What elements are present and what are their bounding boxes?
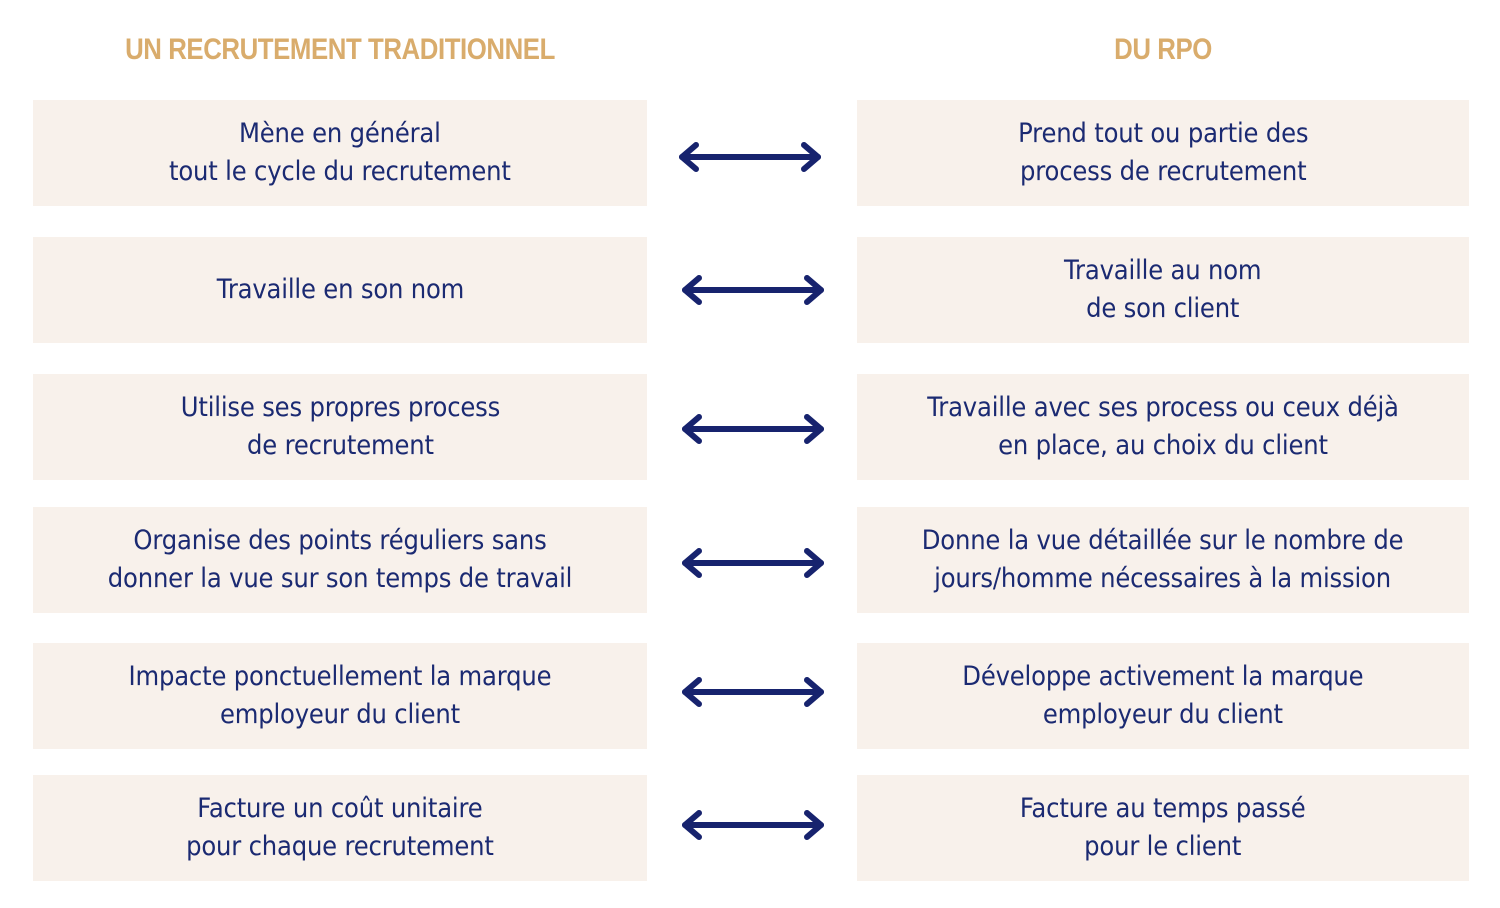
comparison-row: Facture un coût unitaire pour chaque rec… — [0, 775, 1500, 881]
rpo-text: Développe activement la marque employeur… — [962, 661, 1364, 730]
traditional-text: Impacte ponctuellement la marque employe… — [128, 661, 552, 730]
rpo-box: Travaille au nom de son client — [857, 237, 1469, 343]
double-arrow-icon — [679, 805, 829, 845]
rpo-box: Facture au temps passé pour le client — [857, 775, 1469, 881]
traditional-box: Organise des points réguliers sans donne… — [33, 507, 647, 613]
double-arrow-icon — [676, 137, 826, 177]
traditional-text: Travaille en son nom — [216, 274, 464, 305]
comparison-row: Organise des points réguliers sans donne… — [0, 507, 1500, 613]
traditional-text: Organise des points réguliers sans donne… — [107, 525, 573, 594]
traditional-box: Impacte ponctuellement la marque employe… — [33, 643, 647, 749]
header-traditional-recruitment: UN RECRUTEMENT TRADITIONNEL — [125, 33, 555, 66]
rpo-text: Facture au temps passé pour le client — [1020, 793, 1306, 862]
rpo-text: Travaille au nom de son client — [1064, 255, 1262, 324]
double-arrow-icon — [679, 270, 829, 310]
comparison-row: Impacte ponctuellement la marque employe… — [0, 643, 1500, 749]
traditional-text: Facture un coût unitaire pour chaque rec… — [186, 793, 494, 862]
traditional-box: Facture un coût unitaire pour chaque rec… — [33, 775, 647, 881]
comparison-row: Travaille en son nom Travaille au nom de… — [0, 237, 1500, 343]
traditional-box: Utilise ses propres process de recruteme… — [33, 374, 647, 480]
double-arrow-icon — [679, 409, 829, 449]
rpo-text: Donne la vue détaillée sur le nombre de … — [922, 525, 1404, 594]
rpo-box: Développe activement la marque employeur… — [857, 643, 1469, 749]
traditional-box: Travaille en son nom — [33, 237, 647, 343]
double-arrow-icon — [679, 543, 829, 583]
rpo-box: Donne la vue détaillée sur le nombre de … — [857, 507, 1469, 613]
rpo-text: Prend tout ou partie des process de recr… — [1017, 118, 1309, 187]
traditional-text: Mène en général tout le cycle du recrute… — [169, 118, 511, 187]
header-rpo: DU RPO — [1114, 33, 1212, 66]
rpo-text: Travaille avec ses process ou ceux déjà … — [927, 392, 1399, 461]
traditional-box: Mène en général tout le cycle du recrute… — [33, 100, 647, 206]
double-arrow-icon — [679, 672, 829, 712]
rpo-box: Prend tout ou partie des process de recr… — [857, 100, 1469, 206]
comparison-row: Utilise ses propres process de recruteme… — [0, 374, 1500, 480]
comparison-row: Mène en général tout le cycle du recrute… — [0, 100, 1500, 206]
rpo-box: Travaille avec ses process ou ceux déjà … — [857, 374, 1469, 480]
traditional-text: Utilise ses propres process de recruteme… — [180, 392, 500, 461]
